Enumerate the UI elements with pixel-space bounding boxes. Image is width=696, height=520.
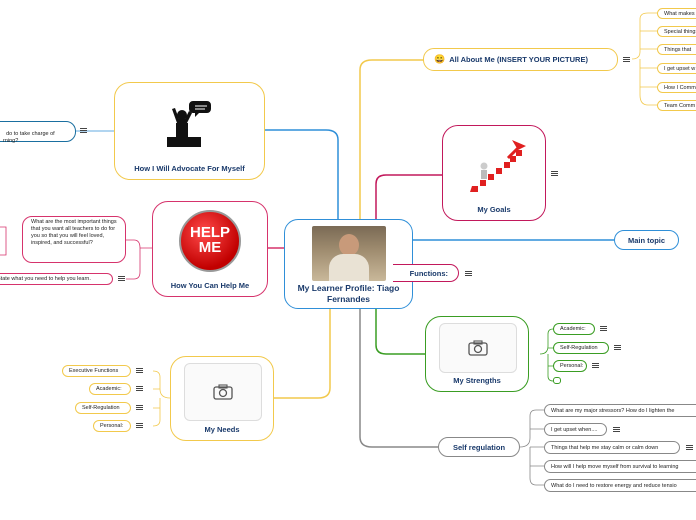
- needs-item-3[interactable]: Self-Regulation: [75, 402, 131, 414]
- self-regulation-item-text: Things that help me stay calm or calm do…: [551, 445, 658, 451]
- menu-icon[interactable]: [136, 405, 143, 410]
- smiley-icon: 😀: [434, 54, 445, 65]
- strength-item-2[interactable]: Self-Regulation: [553, 342, 609, 354]
- self-regulation-item-text: What are my major stressors? How do I li…: [551, 408, 675, 414]
- strengths-label: My Strengths: [453, 376, 501, 385]
- self-regulation-item-2[interactable]: I get upset when....: [544, 423, 607, 436]
- all-about-me-topic[interactable]: 😀 All About Me (INSERT YOUR PICTURE): [423, 48, 618, 71]
- about-item-text: I get upset w: [664, 66, 695, 72]
- self-regulation-item-text: I get upset when....: [551, 427, 597, 433]
- about-item-3[interactable]: Things that: [657, 44, 696, 55]
- needs-item-text: Personal:: [100, 423, 123, 429]
- advocate-note[interactable]: do to take charge of rning?: [0, 121, 76, 142]
- menu-icon[interactable]: [551, 171, 558, 176]
- menu-icon[interactable]: [136, 368, 143, 373]
- state-needs-item[interactable]: State what you need to help you learn.: [0, 273, 113, 285]
- help-note[interactable]: What are the most important things that …: [22, 216, 126, 263]
- menu-icon[interactable]: [686, 445, 693, 450]
- strength-item-text: Academic:: [560, 326, 586, 332]
- about-item-text: Team Comm: [664, 103, 695, 109]
- help-me-sign: HELP ME: [179, 210, 241, 272]
- all-about-me-label: All About Me (INSERT YOUR PICTURE): [449, 55, 588, 64]
- about-item-text: What makes me: [664, 11, 696, 17]
- stairs-goal-icon: [460, 136, 530, 196]
- state-needs-text: State what you need to help you learn.: [0, 276, 91, 282]
- empty-sub-topic[interactable]: [553, 377, 561, 384]
- advocate-note-text: do to take charge of rning?: [3, 131, 55, 144]
- menu-icon[interactable]: [465, 271, 472, 276]
- needs-topic[interactable]: My Needs: [170, 356, 274, 441]
- camera-icon: [213, 384, 233, 400]
- about-item-text: How I Comm: [664, 85, 696, 91]
- goals-label: My Goals: [477, 205, 510, 214]
- menu-icon[interactable]: [614, 345, 621, 350]
- speaker-icon: [165, 99, 215, 151]
- about-item-text: Things that: [664, 47, 691, 53]
- advocate-topic[interactable]: How I Will Advocate For Myself: [114, 82, 265, 180]
- strength-item-3[interactable]: Personal:: [553, 360, 587, 372]
- help-label: How You Can Help Me: [171, 281, 249, 290]
- help-sign-top: HELP: [190, 225, 230, 240]
- self-regulation-item-1[interactable]: What are my major stressors? How do I li…: [544, 404, 696, 417]
- menu-icon[interactable]: [136, 386, 143, 391]
- menu-icon[interactable]: [592, 363, 599, 368]
- strength-item-text: Self-Regulation: [560, 345, 598, 351]
- self-regulation-label: Self regulation: [453, 443, 505, 452]
- about-item-2[interactable]: Special things a: [657, 26, 696, 37]
- central-topic-title: My Learner Profile: Tiago Fernandes: [289, 283, 408, 304]
- main-topic-label: Main topic: [628, 236, 665, 245]
- needs-item-2[interactable]: Academic:: [89, 383, 131, 395]
- self-regulation-item-3[interactable]: Things that help me stay calm or calm do…: [544, 441, 680, 454]
- profile-photo: [312, 226, 386, 281]
- menu-icon[interactable]: [623, 57, 630, 62]
- about-item-4[interactable]: I get upset w: [657, 63, 696, 74]
- menu-icon[interactable]: [118, 276, 125, 281]
- functions-topic[interactable]: Functions:: [393, 264, 459, 282]
- needs-item-text: Academic:: [96, 386, 122, 392]
- help-topic[interactable]: HELP ME How You Can Help Me: [152, 201, 268, 297]
- menu-icon[interactable]: [613, 427, 620, 432]
- self-regulation-item-5[interactable]: What do I need to restore energy and red…: [544, 479, 696, 492]
- help-note-text: What are the most important things that …: [31, 219, 117, 246]
- needs-item-text: Executive Functions: [69, 368, 118, 374]
- menu-icon[interactable]: [136, 423, 143, 428]
- strength-item-text: Personal:: [560, 363, 583, 369]
- strengths-topic[interactable]: My Strengths: [425, 316, 529, 392]
- about-item-6[interactable]: Team Comm: [657, 100, 696, 111]
- help-sign-bottom: ME: [199, 240, 222, 257]
- advocate-label: How I Will Advocate For Myself: [134, 164, 245, 173]
- self-regulation-item-4[interactable]: How will I help move myself from surviva…: [544, 460, 696, 473]
- self-regulation-item-text: How will I help move myself from surviva…: [551, 464, 678, 470]
- self-regulation-item-text: What do I need to restore energy and red…: [551, 483, 677, 489]
- about-item-1[interactable]: What makes me: [657, 8, 696, 19]
- goals-topic[interactable]: My Goals: [442, 125, 546, 221]
- functions-label: Functions:: [410, 269, 448, 278]
- self-regulation-topic[interactable]: Self regulation: [438, 437, 520, 457]
- camera-icon: [468, 340, 488, 356]
- photo-placeholder: [184, 363, 262, 421]
- needs-item-text: Self-Regulation: [82, 405, 120, 411]
- strength-item-1[interactable]: Academic:: [553, 323, 595, 335]
- menu-icon[interactable]: [80, 128, 87, 133]
- about-item-5[interactable]: How I Comm: [657, 82, 696, 93]
- about-item-text: Special things a: [664, 29, 696, 35]
- needs-item-1[interactable]: Executive Functions: [62, 365, 131, 377]
- needs-item-4[interactable]: Personal:: [93, 420, 131, 432]
- menu-icon[interactable]: [600, 326, 607, 331]
- photo-placeholder: [439, 323, 517, 373]
- needs-label: My Needs: [204, 425, 239, 434]
- main-topic[interactable]: Main topic: [614, 230, 679, 250]
